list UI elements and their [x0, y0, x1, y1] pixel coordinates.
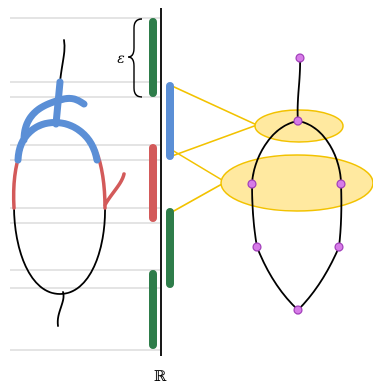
connector-line: [172, 86, 257, 125]
graph-vertex: [248, 180, 256, 188]
axis-label-reals: ℝ: [154, 367, 167, 383]
surface-lower-outline: [14, 206, 105, 294]
connector-line: [172, 184, 222, 212]
cluster-ellipse-top: [255, 110, 343, 142]
surface-red-branch: [105, 174, 124, 205]
epsilon-brace: [128, 19, 142, 97]
cluster-ellipse-middle: [221, 155, 373, 211]
surface-blue-stem: [56, 82, 60, 124]
connector-line: [172, 125, 257, 156]
connector-line: [172, 150, 222, 180]
graph-vertex: [253, 243, 261, 251]
surface-figure: [14, 40, 124, 326]
graph-vertex: [296, 54, 304, 62]
graph-vertex: [337, 180, 345, 188]
graph-edge: [257, 247, 298, 310]
level-lines: [10, 18, 160, 350]
graph-vertex: [335, 243, 343, 251]
graph-vertex: [294, 306, 302, 314]
epsilon-label: ε: [117, 51, 125, 67]
surface-bottom-stem: [58, 292, 64, 326]
surface-top-stem: [60, 40, 65, 82]
graph-vertex: [294, 117, 302, 125]
surface-blue-outer-arc: [18, 123, 97, 161]
graph-edge: [298, 247, 339, 310]
